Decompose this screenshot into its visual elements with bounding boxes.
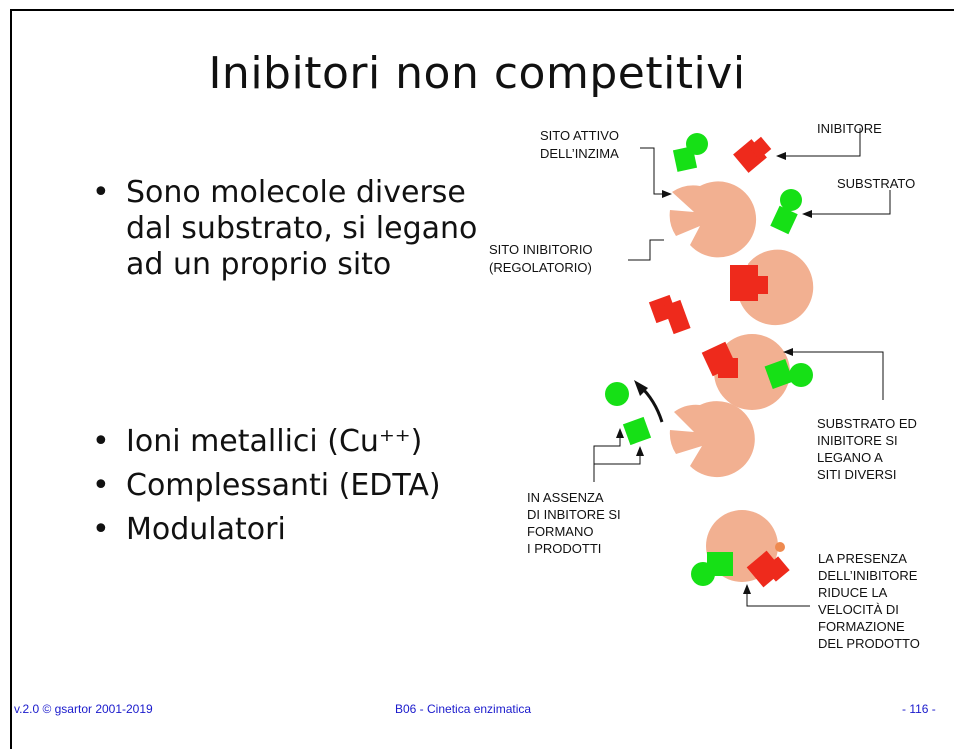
footer-topic: B06 - Cinetica enzimatica xyxy=(395,702,532,716)
footer-version: v.2.0 © gsartor 2001-2019 xyxy=(14,702,153,716)
label-assenza-1: IN ASSENZA xyxy=(527,490,604,505)
label-siti-diversi-2: INIBITORE SI xyxy=(817,433,898,448)
bullet-item: Ioni metallici (Cu⁺⁺) xyxy=(92,424,512,460)
bullet-list-definition: Sono molecole diverse dal substrato, si … xyxy=(92,175,512,283)
enzyme-substrate-inhibitor-complex xyxy=(701,334,813,410)
label-presenza-2: DELL’INIBITORE xyxy=(818,568,918,583)
enzyme-free xyxy=(669,181,757,258)
bullet-item: Sono molecole diverse dal substrato, si … xyxy=(92,175,512,283)
label-siti-diversi-1: SUBSTRATO ED xyxy=(817,416,917,431)
label-presenza-3: RIDUCE LA xyxy=(818,585,888,600)
label-inibitore: INIBITORE xyxy=(817,121,882,136)
footer-page-number: - 116 - xyxy=(902,702,936,716)
enzyme-releasing-products xyxy=(669,401,755,478)
substrate-molecule xyxy=(770,189,802,235)
enzyme-inhibited-complex xyxy=(691,510,790,588)
enzyme-shape xyxy=(669,181,757,258)
label-substrato: SUBSTRATO xyxy=(837,176,916,191)
slide-title: Inibitori non competitivi xyxy=(208,48,746,99)
inhibitor-molecule xyxy=(648,294,691,335)
leader-lines xyxy=(593,128,891,607)
inhibitor-molecule xyxy=(733,136,772,173)
substrate-molecule xyxy=(672,133,708,172)
label-siti-diversi-4: SITI DIVERSI xyxy=(817,467,897,482)
label-presenza-1: LA PRESENZA xyxy=(818,551,907,566)
leader-arrowheads xyxy=(616,152,812,594)
label-sito-attivo-2: DELL’INZIMA xyxy=(540,146,619,161)
label-sito-inibitorio-2: (REGOLATORIO) xyxy=(489,260,592,275)
slide-frame xyxy=(10,9,954,749)
label-presenza-5: FORMAZIONE xyxy=(818,619,905,634)
bullet-list-examples: Ioni metallici (Cu⁺⁺) Complessanti (EDTA… xyxy=(92,424,512,556)
label-presenza-6: DEL PRODOTTO xyxy=(818,636,920,651)
label-presenza-4: VELOCITÀ DI xyxy=(818,602,899,617)
label-assenza-2: DI INBITORE SI xyxy=(527,507,621,522)
bullet-item: Modulatori xyxy=(92,512,512,548)
enzyme-inhibition-diagram xyxy=(593,128,891,607)
label-assenza-3: FORMANO xyxy=(527,524,594,539)
release-arrow-icon xyxy=(634,380,664,423)
product-molecule xyxy=(605,382,652,446)
label-sito-inibitorio-1: SITO INIBITORIO xyxy=(489,242,593,257)
bullet-item: Complessanti (EDTA) xyxy=(92,468,512,504)
label-siti-diversi-3: LEGANO A xyxy=(817,450,883,465)
enzyme-inhibitor-complex xyxy=(730,249,814,326)
label-sito-attivo-1: SITO ATTIVO xyxy=(540,128,619,143)
label-assenza-4: I PRODOTTI xyxy=(527,541,602,556)
